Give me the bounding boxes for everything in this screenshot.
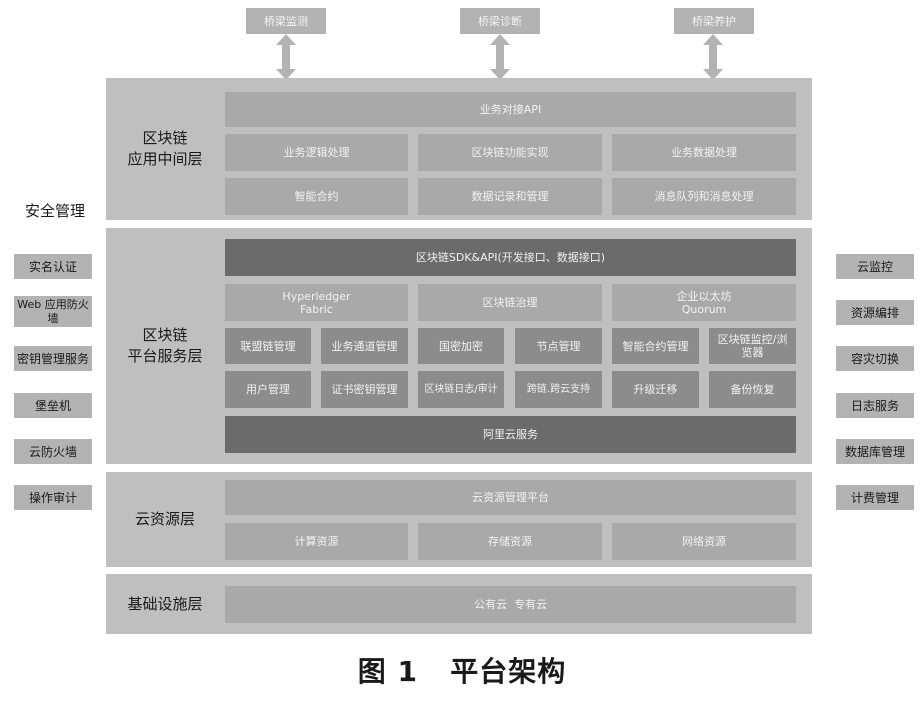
cloud-management-platform: 云资源管理平台 (225, 480, 796, 515)
middleware-cell: 业务数据处理 (612, 134, 796, 171)
cloud-resource-cell: 计算资源 (225, 523, 408, 560)
figure-caption: 图 1 平台架构 (357, 655, 567, 688)
framework-line: Quorum (681, 302, 727, 316)
infrastructure-content: 公有云 专有云 (225, 586, 796, 623)
left-item-realname-auth: 实名认证 (14, 254, 92, 279)
platform-function-cell: 区块链日志/审计 (418, 371, 504, 408)
layer-label-line: 应用中间层 (127, 150, 203, 168)
service-label: 桥梁诊断 (478, 15, 522, 28)
layer-label-line: 区块链 (142, 326, 188, 344)
layer-label-line: 基础设施层 (127, 594, 203, 613)
right-item-disaster-recovery: 容灾切换 (836, 346, 914, 371)
right-item-db-management: 数据库管理 (836, 439, 914, 464)
platform-function-cell: 国密加密 (418, 328, 504, 364)
cloud-resource-cell: 网络资源 (612, 523, 796, 560)
left-item-kms: 密钥管理服务 (14, 346, 92, 371)
platform-function-cell: 用户管理 (225, 371, 311, 408)
left-item-bastion: 堡垒机 (14, 393, 92, 418)
platform-function-cell: 业务通道管理 (321, 328, 408, 364)
left-item-waf: Web 应用防火墙 (14, 296, 92, 327)
layer-label-line: 云资源层 (134, 510, 195, 528)
layer-label-middleware: 区块链 应用中间层 (106, 78, 224, 220)
double-arrow-icon (276, 34, 296, 80)
platform-function-cell: 跨链.跨云支持 (515, 371, 602, 408)
framework-cell: Hyperledger Fabric (225, 284, 408, 321)
layer-label-line: 平台服务层 (127, 347, 203, 365)
right-item-log-service: 日志服务 (836, 393, 914, 418)
platform-function-cell: 备份恢复 (709, 371, 796, 408)
service-label: 桥梁养护 (692, 15, 736, 28)
middleware-cell: 智能合约 (225, 178, 408, 215)
double-arrow-icon (703, 34, 723, 80)
platform-function-cell: 证书密钥管理 (321, 371, 408, 408)
layer-label-platform: 区块链 平台服务层 (106, 228, 224, 464)
business-api-bar: 业务对接API (225, 92, 796, 127)
layer-label-infra: 基础设施层 (106, 574, 224, 634)
cloud-resource-cell: 存储资源 (418, 523, 602, 560)
left-item-cloud-firewall: 云防火墙 (14, 439, 92, 464)
service-label: 桥梁监测 (264, 15, 308, 28)
security-management-title: 安全管理 (25, 202, 86, 220)
layer-label-cloud: 云资源层 (106, 472, 224, 567)
framework-cell: 区块链治理 (418, 284, 602, 321)
framework-cell: 企业以太坊 Quorum (612, 284, 796, 321)
middleware-cell: 业务逻辑处理 (225, 134, 408, 171)
left-item-action-audit: 操作审计 (14, 485, 92, 510)
service-bridge-maintenance: 桥梁养护 (674, 8, 754, 34)
right-item-resource-orchestration: 资源编排 (836, 300, 914, 325)
layer-label-line: 区块链 (142, 129, 188, 147)
service-bridge-monitoring: 桥梁监测 (246, 8, 326, 34)
framework-line: 区块链治理 (482, 296, 538, 309)
middleware-cell: 消息队列和消息处理 (612, 178, 796, 215)
platform-function-cell: 升级迁移 (612, 371, 699, 408)
framework-line: Hyperledger (282, 289, 351, 303)
right-item-cloud-monitor: 云监控 (836, 254, 914, 279)
sdk-api-bar: 区块链SDK&API(开发接口、数据接口) (225, 239, 796, 276)
aliyun-service-bar: 阿里云服务 (225, 416, 796, 453)
middleware-cell: 区块链功能实现 (418, 134, 602, 171)
service-bridge-diagnosis: 桥梁诊断 (460, 8, 540, 34)
platform-function-cell: 智能合约管理 (612, 328, 699, 364)
middleware-cell: 数据记录和管理 (418, 178, 602, 215)
framework-line: Fabric (300, 302, 333, 316)
platform-function-cell: 联盟链管理 (225, 328, 311, 364)
framework-line: 企业以太坊 (676, 289, 732, 303)
platform-function-cell: 节点管理 (515, 328, 602, 364)
right-item-billing: 计费管理 (836, 485, 914, 510)
platform-function-cell: 区块链监控/浏览器 (709, 328, 796, 364)
double-arrow-icon (490, 34, 510, 80)
